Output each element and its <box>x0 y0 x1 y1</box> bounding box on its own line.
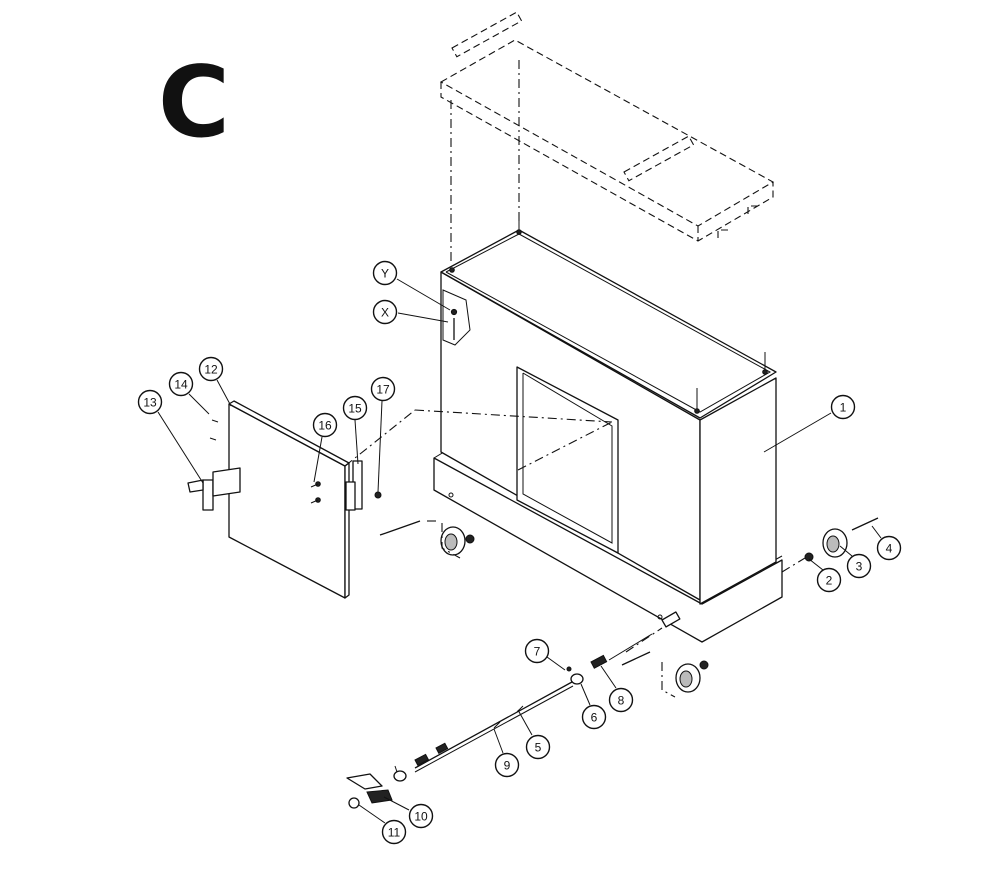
callout-number: 16 <box>318 419 332 433</box>
callout-number: 2 <box>826 574 833 588</box>
callout-number: 15 <box>348 402 362 416</box>
callout-8: 8 <box>600 665 634 713</box>
callout-leader-line <box>216 379 232 407</box>
callout-circle <box>876 535 902 561</box>
callout-circle <box>342 395 368 421</box>
top-plate-outline <box>439 11 775 265</box>
callout-leader-line <box>397 312 449 323</box>
callout-circle <box>581 704 607 730</box>
callout-circle <box>370 376 396 402</box>
callout-number: 3 <box>856 560 863 574</box>
callout-circle <box>168 371 194 397</box>
callout-number: Y <box>381 267 389 281</box>
callout-number: 11 <box>388 826 401 840</box>
callout-leader-line <box>383 796 410 811</box>
callout-leader-line <box>396 278 451 311</box>
callout-1: 1 <box>763 394 856 453</box>
caster-left-rear <box>379 520 475 559</box>
callout-14: 14 <box>168 371 210 415</box>
cabinet-body <box>433 212 783 643</box>
callout-number: 6 <box>591 711 598 725</box>
callout-number: X <box>381 306 389 320</box>
callout-number: 1 <box>840 401 847 415</box>
callout-y: Y <box>372 260 451 311</box>
caster-right-rear <box>781 517 879 573</box>
callout-17: 17 <box>370 376 396 493</box>
callout-leader-line <box>354 419 359 465</box>
callout-4: 4 <box>871 525 902 561</box>
callout-circle <box>137 389 163 415</box>
callout-leader-line <box>313 436 323 483</box>
callout-circle <box>372 260 398 286</box>
callout-x: X <box>372 299 449 325</box>
callout-circle <box>525 734 551 760</box>
callout-12: 12 <box>198 356 232 407</box>
callout-leader-line <box>763 412 832 453</box>
callout-leader-line <box>517 709 533 736</box>
callout-leader-line <box>546 656 566 671</box>
callout-number: 7 <box>534 645 541 659</box>
callout-3: 3 <box>839 545 872 579</box>
callout-leader-line <box>808 558 824 571</box>
callout-leader-line <box>839 545 853 557</box>
callout-7: 7 <box>524 638 566 671</box>
caster-front <box>621 627 709 698</box>
callout-circle <box>381 819 407 845</box>
callout-leader-line <box>600 665 617 689</box>
section-letter: C <box>158 46 230 160</box>
callout-number: 4 <box>886 542 893 556</box>
callout-number: 17 <box>376 383 390 397</box>
callout-9: 9 <box>493 728 520 778</box>
callout-leader-line <box>377 400 383 493</box>
callout-leader-line <box>871 525 882 539</box>
callout-circle <box>608 687 634 713</box>
callout-leader-line <box>358 804 386 824</box>
callout-number: 13 <box>143 396 157 410</box>
callout-number: 14 <box>174 378 188 392</box>
callout-circle <box>198 356 224 382</box>
callout-11: 11 <box>358 804 407 845</box>
pedal-rod-assembly <box>346 633 653 809</box>
callout-5: 5 <box>517 709 551 760</box>
callout-leader-line <box>580 683 591 706</box>
callout-circle <box>494 752 520 778</box>
door-latch <box>187 419 241 511</box>
callout-number: 5 <box>535 741 542 755</box>
callout-leader-line <box>493 728 504 754</box>
callout-circle <box>846 553 872 579</box>
callout-leader-line <box>157 411 204 484</box>
callout-number: 9 <box>504 759 511 773</box>
callout-15: 15 <box>342 395 368 465</box>
callout-circle <box>372 299 398 325</box>
callout-number: 12 <box>204 363 218 377</box>
callout-leader-line <box>188 393 210 415</box>
callout-10: 10 <box>383 796 434 829</box>
callout-number: 10 <box>414 810 428 824</box>
callout-circle <box>312 412 338 438</box>
callout-number: 8 <box>618 694 625 708</box>
callout-13: 13 <box>137 389 204 484</box>
callout-circle <box>524 638 550 664</box>
callout-circle <box>816 567 842 593</box>
callout-circle <box>830 394 856 420</box>
callout-2: 2 <box>808 558 842 593</box>
callout-16: 16 <box>312 412 338 483</box>
callout-circle <box>408 803 434 829</box>
callout-6: 6 <box>580 683 607 730</box>
